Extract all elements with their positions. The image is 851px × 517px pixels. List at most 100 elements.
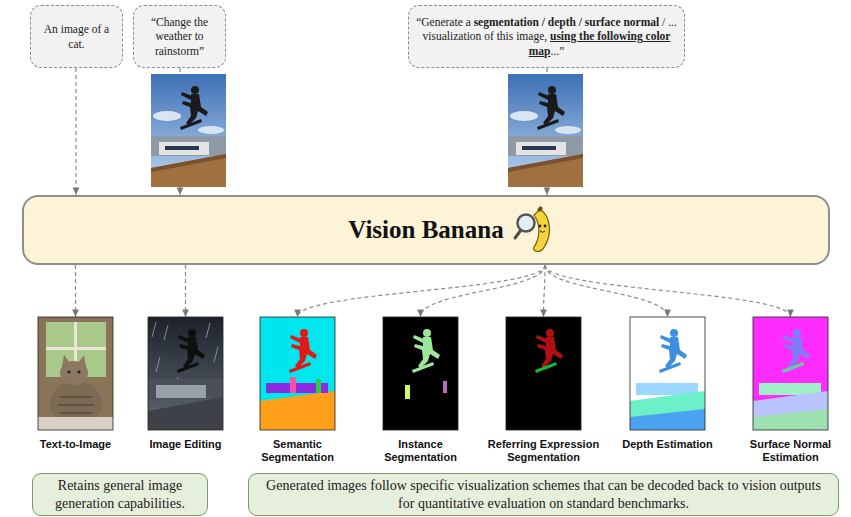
referring-mask [535,362,557,373]
output-panel: Text-to-Image [31,317,121,451]
model-box: Vision Banana [22,195,830,265]
dashed-connector [298,265,546,317]
summary-text: Generated images follow specific visuali… [259,477,828,512]
task-label: Depth Estimation [622,438,712,451]
depth-map [630,409,705,430]
prompt-text: “Change the weather to rainstorm” [141,15,218,58]
referring-mask [506,317,581,430]
summary-box: Generated images follow specific visuali… [248,473,839,516]
input-photo [151,74,226,187]
banana-icon [539,225,542,228]
plain-text: “Generate a [416,16,473,28]
referring-mask [536,329,563,368]
normal-map [753,317,828,430]
task-label: Surface Normal Estimation [741,438,841,464]
semantic-mask [260,391,335,430]
depth-map [630,391,705,430]
prompt-text: An image of a cat. [38,22,115,51]
banana-icon [537,206,543,212]
cat-image [67,370,70,373]
instance-mask [383,317,458,430]
depth-map [630,317,705,430]
input-photo [508,74,583,187]
dashed-connector [185,265,186,317]
semantic-mask [290,377,296,393]
prompt-text: “Generate a segmentation / depth / surfa… [416,15,677,58]
edited-image [178,329,205,368]
edited-image [177,362,199,373]
normal-map [753,409,828,430]
prompt-bubble: An image of a cat. [30,5,123,68]
semantic-mask [260,317,335,430]
normal-map [753,317,828,430]
task-label: Referring Expression Segmentation [482,438,606,464]
cat-image [46,347,106,350]
output-panel: Referring Expression Segmentation [482,317,606,464]
depth-map [630,317,705,430]
depth-map [659,362,681,373]
cat-image [38,317,113,430]
magnifier-icon [515,230,521,238]
plain-text: ...” [551,45,565,57]
output-panel: Image Editing [141,317,231,451]
cat-image [78,355,86,367]
semantic-mask [290,329,317,368]
semantic-mask [316,379,321,393]
magnifier-icon [518,215,535,232]
instance-mask [383,317,458,430]
edited-image [148,317,223,430]
dashed-connector [545,265,791,317]
normal-map [783,329,810,368]
cat-image [62,355,70,367]
banana-icon [544,225,547,228]
instance-mask [443,381,447,393]
emphasis: segmentation / depth / surface normal [474,16,660,28]
normal-map [782,362,804,373]
cat-image [38,317,113,430]
dashed-connector [75,68,76,195]
output-panel: Depth Estimation [618,317,718,451]
banana-icon [534,209,550,251]
cat-image [58,397,94,413]
dashed-connector [421,265,546,317]
output-panel: Semantic Segmentation [248,317,348,464]
normal-map [753,317,828,430]
cat-image [38,317,113,430]
instance-mask [383,317,458,430]
dashed-connector [545,265,668,317]
edited-image [148,379,223,399]
normal-map [753,391,828,430]
referring-mask [506,317,581,430]
task-label: Semantic Segmentation [248,438,348,464]
task-label: Image Editing [149,438,221,451]
instance-mask [405,385,410,399]
semantic-mask [260,317,335,430]
prompt-bubble: “Generate a segmentation / depth / surfa… [408,5,685,68]
dashed-connector [544,265,546,317]
cat-image [38,417,113,430]
edited-image [156,385,206,398]
depth-map [660,329,687,368]
referring-mask [506,317,581,430]
output-panel: Instance Segmentation [371,317,471,464]
banana-icon [540,231,545,232]
semantic-mask [260,317,335,430]
banana-icon [510,205,560,255]
edited-image [148,317,223,430]
edited-image [148,317,223,430]
task-label: Text-to-Image [40,438,111,451]
task-label: Instance Segmentation [371,438,471,464]
instance-mask [413,329,440,368]
summary-text: Retains general image generation capabil… [43,477,197,512]
output-panel: Surface Normal Estimation [741,317,841,464]
dashed-connector [75,265,76,317]
model-name: Vision Banana [348,215,503,245]
prompt-bubble: “Change the weather to rainstorm” [133,5,226,68]
edited-image [148,397,223,430]
depth-map [630,317,705,430]
semantic-mask [289,362,311,373]
emphasis: using the following color map [529,30,671,56]
summary-box: Retains general image generation capabil… [32,473,208,516]
cat-image [77,370,80,373]
